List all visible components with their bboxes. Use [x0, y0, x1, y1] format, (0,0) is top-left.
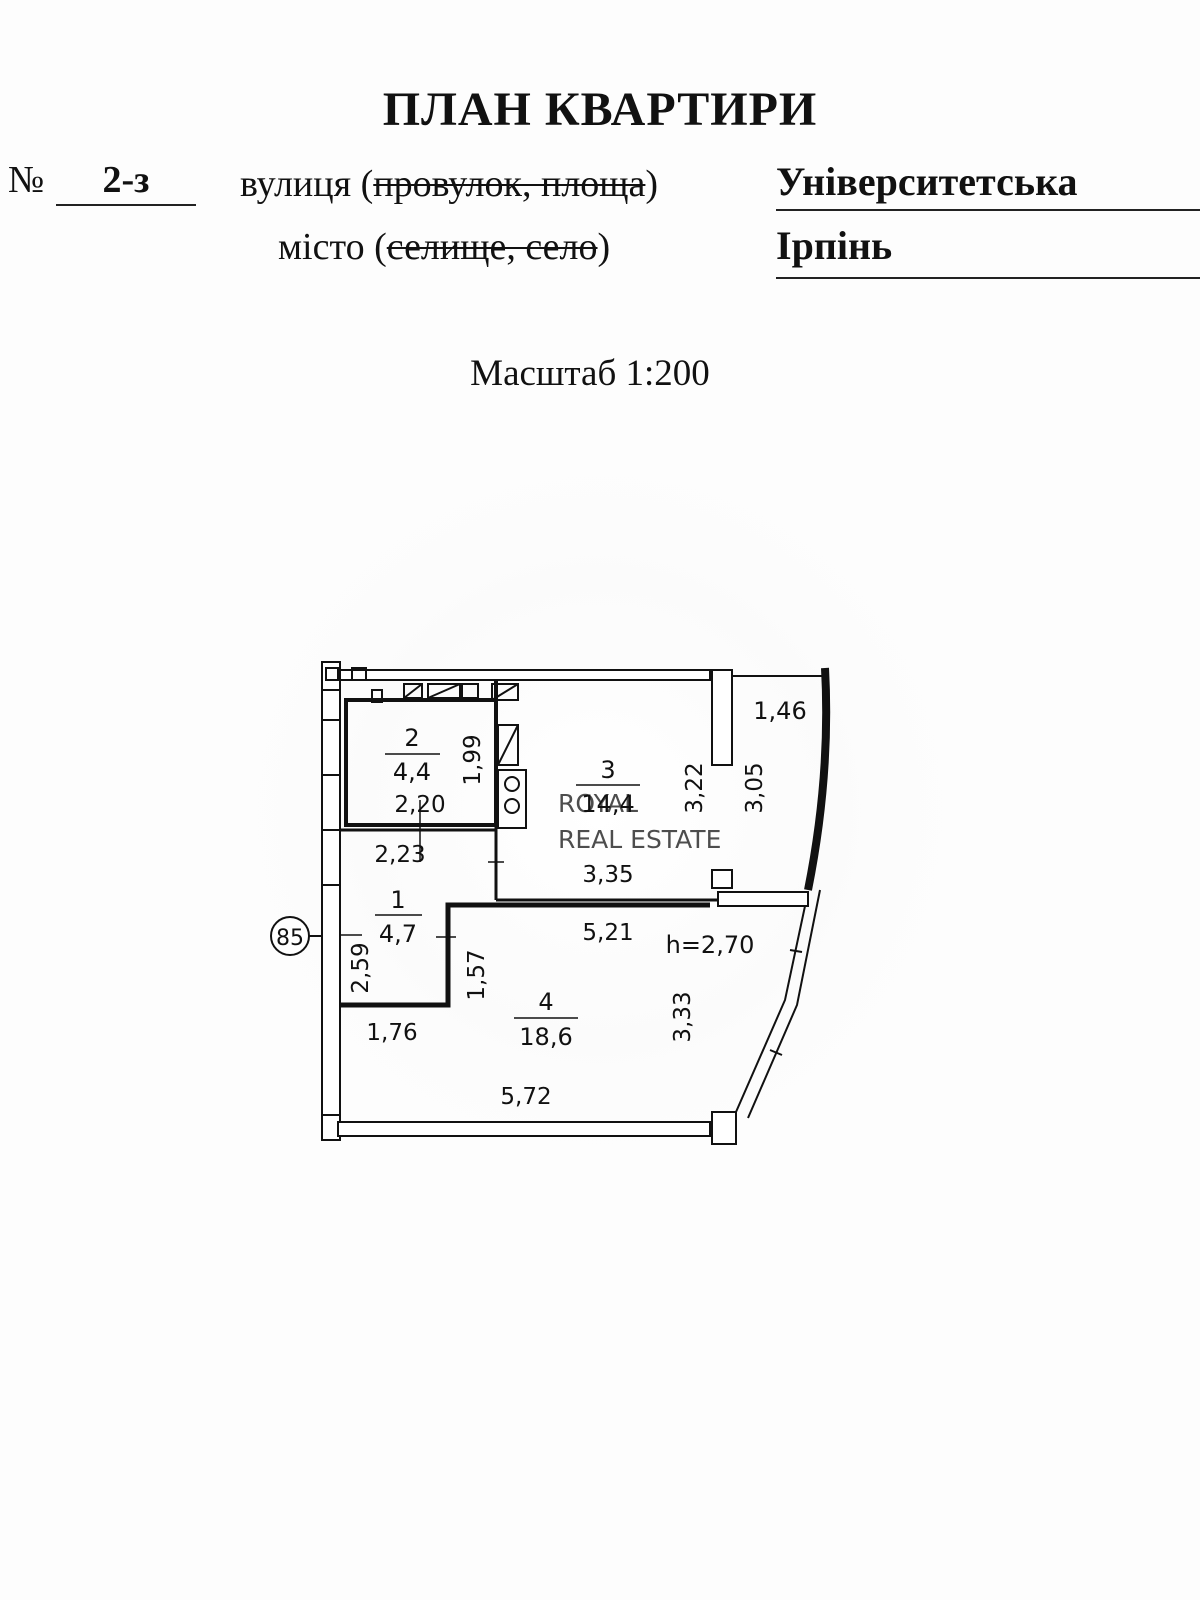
dimension-labels: 1,99 2,20 2,23 3,22 3,05 3,35 5,21 2,59 … [348, 734, 768, 1110]
room-1-number: 1 [390, 886, 405, 914]
axis-marker-label: 85 [276, 926, 304, 951]
dim-1-76: 1,76 [366, 1020, 417, 1046]
scale-label: Масштаб 1:200 [470, 353, 710, 394]
city-type-prefix: місто ( [278, 226, 387, 268]
city-type-suffix: ) [597, 226, 611, 268]
dim-2-23: 2,23 [374, 842, 425, 868]
city-name: Ірпінь [776, 222, 1200, 279]
dim-3-05: 3,05 [742, 762, 768, 813]
room-2-number: 2 [404, 724, 419, 752]
watermark-line2: REAL ESTATE [558, 825, 721, 854]
room-labels: 2 4,4 3 14,4 1 4,7 4 18,6 1,46 h=2,70 [375, 697, 807, 1051]
dim-3-35: 3,35 [582, 862, 633, 888]
page-title: ПЛАН КВАРТИРИ [382, 83, 818, 136]
city-type-struck: селище, село [386, 226, 598, 268]
balcony-area: 1,46 [753, 697, 806, 725]
street-type-struck: провулок, площа [373, 163, 646, 205]
axis-marker: 85 [270, 916, 322, 956]
watermark: ROYAL REAL ESTATE [558, 789, 721, 854]
city-type-label: місто (селище, село) [278, 225, 610, 269]
dim-3-22: 3,22 [682, 762, 708, 813]
room-4-area: 18,6 [519, 1023, 572, 1051]
room-2-area: 4,4 [393, 758, 431, 786]
room-4-number: 4 [538, 988, 553, 1016]
dim-1-57: 1,57 [464, 949, 490, 1000]
room-3-area: 14,4 [581, 790, 634, 818]
dim-3-33: 3,33 [670, 991, 696, 1042]
interior-walls [340, 669, 809, 1008]
apartment-number: 2-з [56, 158, 196, 206]
dimension-ticks [340, 800, 504, 938]
kitchen-fixtures [325, 667, 527, 829]
street-type-label: вулиця (провулок, площа) [240, 162, 658, 206]
dim-5-72: 5,72 [500, 1084, 551, 1110]
room-1-area: 4,7 [379, 920, 417, 948]
number-label: № [8, 159, 45, 201]
dim-2-20: 2,20 [394, 792, 445, 818]
street-type-prefix: вулиця ( [240, 163, 374, 205]
watermark-line1: ROYAL [558, 789, 638, 818]
room-3-number: 3 [600, 756, 615, 784]
street-type-suffix: ) [645, 163, 659, 205]
dim-5-21: 5,21 [582, 920, 633, 946]
dim-2-59: 2,59 [348, 942, 374, 993]
dim-1-99: 1,99 [460, 734, 486, 785]
ceiling-height: h=2,70 [666, 931, 755, 959]
street-name: Університетська [776, 158, 1200, 211]
